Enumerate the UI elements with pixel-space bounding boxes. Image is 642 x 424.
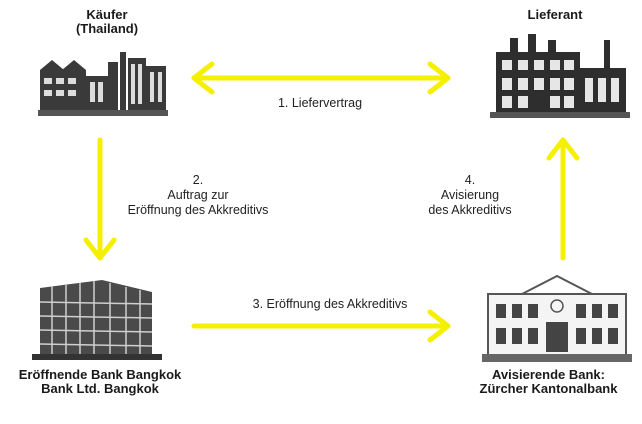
advising-bank-title: Avisierende Bank: Zürcher Kantonalbank [455, 368, 642, 396]
step-4-number: 4. [464, 173, 476, 187]
issuing-bank-title-line1: Eröffnende Bank Bangkok [18, 367, 182, 382]
issuing-bank-title: Eröffnende Bank Bangkok Bank Ltd. Bangko… [0, 368, 200, 396]
step-2-line2: Eröffnung des Akkreditivs [127, 203, 269, 217]
advising-bank-title-line1: Avisierende Bank: [492, 367, 605, 382]
step-2-number: 2. [192, 173, 204, 187]
office-tower-icon [32, 278, 162, 360]
arrow-1-liefervertrag [191, 61, 451, 95]
arrow-3-eroeffnung [191, 309, 451, 343]
arrow-2-auftrag [83, 137, 117, 261]
factory-icon [38, 48, 168, 116]
supplier-title: Lieferant [500, 8, 610, 22]
buyer-title-line2: (Thailand) [75, 21, 139, 36]
step-4-line1: Avisierung [440, 188, 500, 202]
step-2-label: 2. Auftrag zur Eröffnung des Akkreditivs [118, 173, 278, 218]
advising-bank-title-line2: Zürcher Kantonalbank [479, 381, 618, 396]
issuing-bank-title-line2: Bank Ltd. Bangkok [41, 381, 159, 396]
step-2-line1: Auftrag zur [167, 188, 229, 202]
supplier-title-line1: Lieferant [527, 7, 583, 22]
step-4-line2: des Akkreditivs [428, 203, 512, 217]
buyer-title: Käufer (Thailand) [52, 8, 162, 36]
step-4-label: 4. Avisierung des Akkreditivs [410, 173, 530, 218]
industrial-building-icon [490, 32, 630, 118]
bank-building-icon [482, 270, 632, 362]
buyer-title-line1: Käufer [86, 7, 128, 22]
arrow-4-avisierung [546, 137, 580, 261]
step-1-label: 1. Liefervertrag [277, 96, 363, 110]
step-3-label: 3. Eröffnung des Akkreditivs [252, 297, 408, 311]
